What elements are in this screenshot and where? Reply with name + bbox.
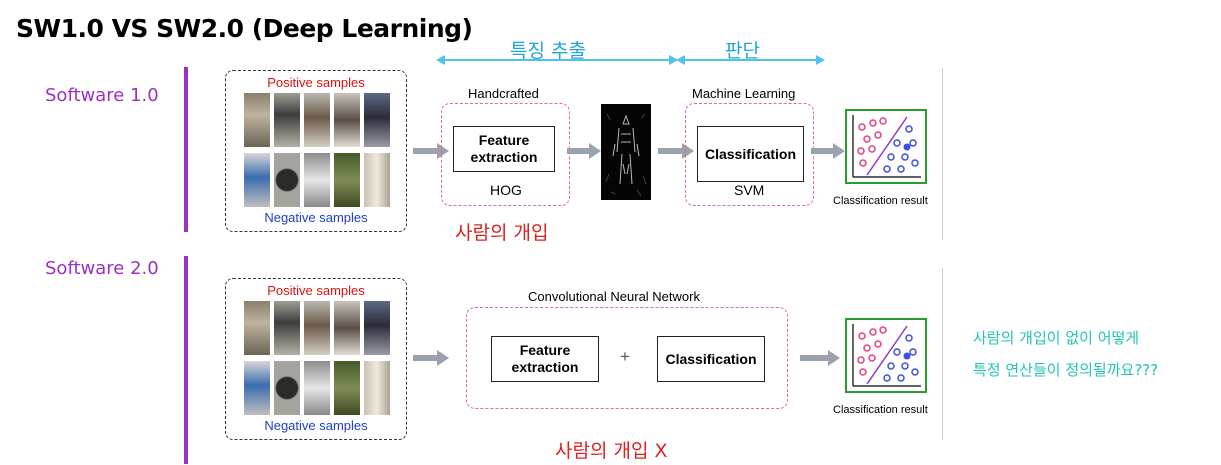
pedestrian-image <box>304 301 330 355</box>
sw1-classification-dashed-box <box>685 103 814 206</box>
phase-feature-extraction-label: 특징 추출 <box>510 40 586 62</box>
sw2-classification-box: Classification <box>657 336 765 382</box>
pedestrian-image <box>364 301 390 355</box>
pedestrian-image <box>304 93 330 147</box>
sw2-arrow-2 <box>800 350 840 366</box>
hog-silhouette-icon <box>605 113 647 197</box>
pedestrian-image <box>334 301 360 355</box>
machine-learning-label: Machine Learning <box>692 86 796 101</box>
pedestrian-image <box>334 93 360 147</box>
sw1-classification-result-label: Classification result <box>833 195 928 207</box>
pedestrian-image <box>364 93 390 147</box>
phase-judgement-label: 판단 <box>725 40 760 62</box>
phase-judgement-arrow <box>683 59 818 61</box>
phase-arrow-right-head <box>816 55 825 65</box>
phase-arrow-left-head <box>436 55 445 65</box>
plus-sign: + <box>620 347 630 366</box>
cnn-label: Convolutional Neural Network <box>528 289 700 304</box>
sw2-human-intervention-label: 사람의 개입 X <box>555 440 668 462</box>
question-line-1: 사람의 개입이 없이 어떻게 <box>973 329 1140 347</box>
phase-arrow-mid-head-2 <box>676 55 685 65</box>
sw2-negative-samples-label: Negative samples <box>264 418 368 433</box>
sw1-negative-samples-label: Negative samples <box>264 210 368 225</box>
sw1-feature-dashed-box <box>441 103 570 206</box>
phase-arrow-mid-head <box>669 55 678 65</box>
sw2-right-divider <box>942 268 943 440</box>
scatter-plot-icon <box>852 324 921 387</box>
hog-feature-image <box>601 104 651 200</box>
pedestrian-image <box>244 93 270 147</box>
negative-image <box>274 153 300 207</box>
pedestrian-image <box>274 93 300 147</box>
phase-feature-extraction-arrow <box>443 59 677 61</box>
sw1-positive-samples-label: Positive samples <box>267 75 365 90</box>
sw1-right-divider <box>942 68 943 240</box>
question-line-2: 특정 연산들이 정의될까요??? <box>973 361 1159 379</box>
negative-image <box>304 361 330 415</box>
negative-image <box>274 361 300 415</box>
negative-image <box>244 361 270 415</box>
software-2-label: Software 2.0 <box>45 258 159 279</box>
cnn-dashed-box <box>466 307 788 409</box>
negative-image <box>364 153 390 207</box>
negative-image <box>244 153 270 207</box>
sw1-positive-images <box>236 93 398 147</box>
sw2-feature-extraction-box: Feature extraction <box>491 336 599 382</box>
sw2-positive-samples-label: Positive samples <box>267 283 365 298</box>
hog-label: HOG <box>490 182 522 198</box>
sw1-classification-box: Classification <box>697 126 804 182</box>
sw1-samples-panel: Positive samples Negative samples <box>225 70 407 232</box>
sw1-negative-images <box>236 153 398 207</box>
sw2-negative-images <box>236 361 398 415</box>
svm-label: SVM <box>734 182 765 198</box>
negative-image <box>364 361 390 415</box>
scatter-plot-icon <box>852 115 921 178</box>
sw1-human-intervention-label: 사람의 개입 <box>455 222 549 244</box>
sw1-arrow-2 <box>567 143 601 159</box>
sw1-arrow-1 <box>413 143 449 159</box>
sw2-classification-result-label: Classification result <box>833 404 928 416</box>
pedestrian-image <box>244 301 270 355</box>
sw1-classification-result-plot <box>845 109 927 184</box>
sw2-samples-panel: Positive samples Negative samples <box>225 278 407 440</box>
software-2-divider <box>184 256 188 464</box>
sw1-arrow-4 <box>811 143 845 159</box>
page-title: SW1.0 VS SW2.0 (Deep Learning) <box>16 14 473 43</box>
sw2-arrow-1 <box>413 350 449 366</box>
negative-image <box>304 153 330 207</box>
sw2-positive-images <box>236 301 398 355</box>
software-1-divider <box>184 67 188 232</box>
pedestrian-image <box>274 301 300 355</box>
handcrafted-label: Handcrafted <box>468 86 539 101</box>
software-1-label: Software 1.0 <box>45 85 159 106</box>
negative-image <box>334 361 360 415</box>
sw1-feature-extraction-box: Feature extraction <box>453 126 555 172</box>
sw2-classification-result-plot <box>845 318 927 393</box>
negative-image <box>334 153 360 207</box>
